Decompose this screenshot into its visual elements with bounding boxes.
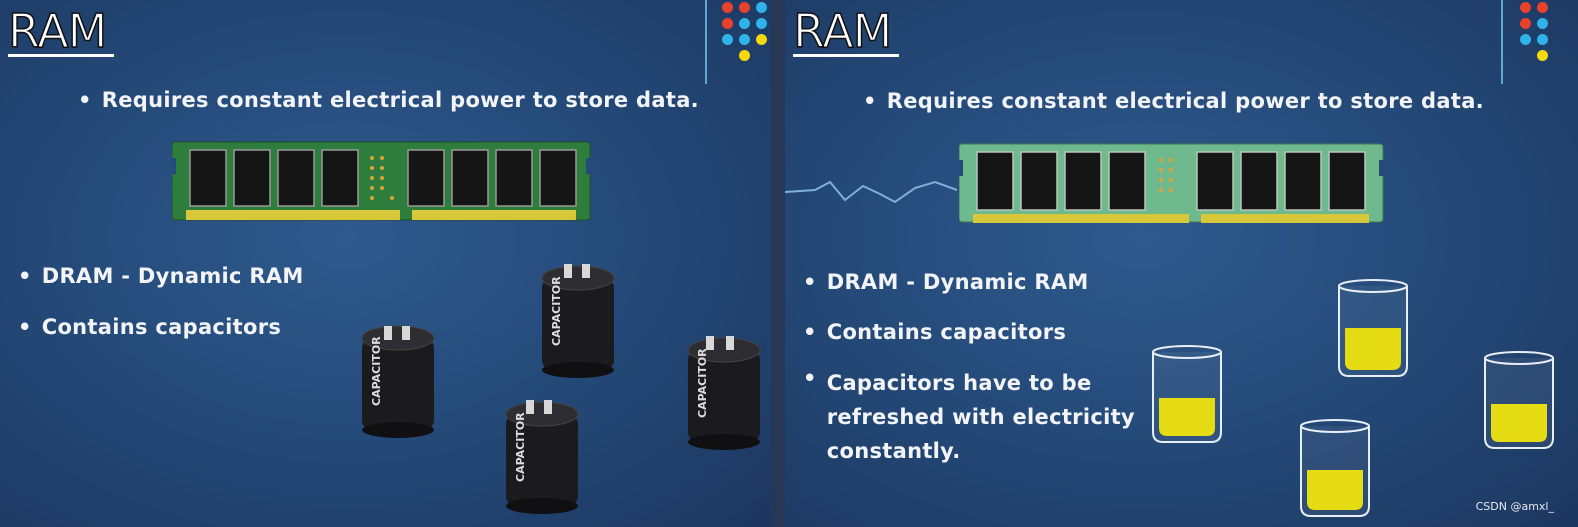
electric-wave-icon [785, 180, 958, 204]
slide-title: RAM [792, 3, 893, 59]
slides-divider [771, 0, 785, 527]
header-divider-line [705, 0, 707, 84]
beaker-icon [1484, 351, 1554, 449]
beaker-icon [1152, 345, 1222, 443]
ram-module-icon [959, 143, 1385, 223]
capacitor-text: CAPACITOR [370, 336, 383, 406]
capacitor-icon: CAPACITOR [361, 325, 435, 438]
watermark-text: CSDN @amxl_ [1475, 500, 1554, 513]
capacitor-text: CAPACITOR [696, 348, 709, 418]
slide-right: RAM •Requires constant electrical power … [785, 0, 1578, 527]
bullet-requires-power: •Requires constant electrical power to s… [863, 89, 1484, 113]
ram-module-icon [172, 141, 592, 221]
logo-dots-icon [722, 2, 770, 64]
bullet-requires-power: •Requires constant electrical power to s… [78, 88, 699, 112]
bullet-dram: •DRAM - Dynamic RAM [18, 264, 304, 288]
bullet-capacitors-refresh: •Capacitors have to be refreshed with el… [803, 366, 1135, 463]
beaker-icon [1338, 279, 1408, 377]
header-divider-line [1501, 0, 1503, 84]
capacitor-icon: CAPACITOR [541, 264, 615, 378]
bullet-dram: •DRAM - Dynamic RAM [803, 270, 1089, 294]
logo-dots-icon [1520, 2, 1568, 64]
bullet-contains-capacitors: •Contains capacitors [18, 315, 282, 339]
capacitor-icon: CAPACITOR [687, 336, 761, 450]
title-underline [8, 54, 114, 57]
bullet-contains-capacitors: •Contains capacitors [803, 320, 1067, 344]
capacitor-text: CAPACITOR [550, 276, 563, 346]
slide-left: RAM •Requires constant electrical power … [0, 0, 771, 527]
capacitor-icon: CAPACITOR [505, 400, 579, 514]
title-underline [793, 54, 899, 57]
capacitor-text: CAPACITOR [514, 412, 527, 482]
slide-title: RAM [7, 3, 108, 59]
beaker-icon [1300, 419, 1370, 517]
